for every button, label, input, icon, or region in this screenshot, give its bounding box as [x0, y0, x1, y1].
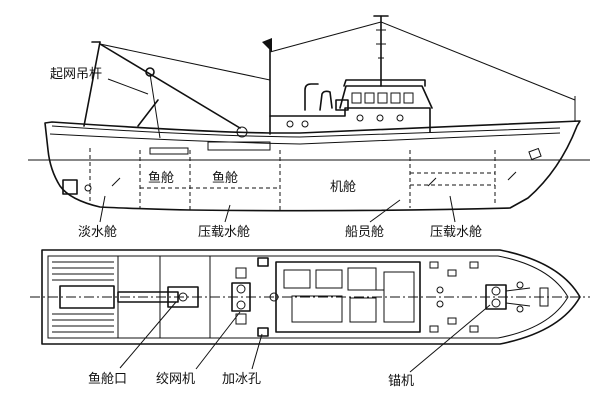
fresh-water-tank-label: 淡水舱	[78, 225, 117, 240]
propeller-hub	[84, 184, 92, 192]
fish-hold-hatch	[207, 141, 271, 151]
pennant-flag	[262, 38, 272, 52]
funnel	[319, 90, 333, 111]
wheelhouse-windows	[351, 92, 414, 104]
boom-block	[145, 67, 155, 77]
bulwark-line	[51, 125, 561, 138]
portholes	[286, 114, 404, 128]
ballast-tank-1-label: 压载水舱	[198, 225, 250, 240]
deck-outline	[41, 249, 581, 345]
winch-leader	[195, 311, 241, 370]
stay-aft	[269, 21, 382, 53]
hatch-coaming	[149, 147, 189, 155]
boom-plan	[117, 291, 179, 303]
flow-arrows	[111, 171, 517, 187]
deckhouse-plan	[275, 261, 421, 333]
winch-plan	[231, 267, 251, 325]
foredeck-fittings	[429, 261, 549, 333]
ballast-1-leader	[224, 204, 231, 223]
ice-hole-plan-2	[257, 257, 269, 267]
fresh-water-leader	[99, 195, 106, 223]
ballast-tank-2-label: 压载水舱	[430, 225, 482, 240]
forestay	[380, 21, 576, 101]
ice-hole-plan	[257, 327, 269, 337]
engine-room-label: 机舱	[330, 180, 356, 195]
superstructure-lower	[269, 107, 431, 135]
side-elevation: 鱼舱 鱼舱 机舱 起网吊杆 淡水舱 压载水舱 船员舱 压载水舱	[28, 15, 590, 240]
windlass-label: 锚机	[388, 374, 414, 389]
fish-hatch-label: 鱼舱口	[88, 371, 127, 387]
crew-cabin-leader	[369, 199, 401, 223]
boom-brace	[137, 99, 159, 127]
windlass-plan	[485, 284, 531, 310]
boom-topping-lift	[99, 43, 271, 81]
fish-hatch-plan	[167, 286, 199, 308]
wheelhouse-roof	[343, 79, 426, 87]
hull-outline	[44, 120, 581, 212]
boom-leader	[107, 78, 149, 95]
fish-hold-1-label: 鱼舱	[148, 170, 174, 186]
boom-fall	[149, 73, 161, 139]
deck-box	[335, 99, 349, 111]
net-boom	[99, 43, 241, 129]
boom-post	[83, 41, 101, 127]
deck-line	[49, 132, 561, 145]
crew-cabin-label: 船员舱	[345, 225, 384, 240]
deck-plan: 鱼舱口 绞网机 加冰孔 锚机	[30, 249, 590, 389]
fish-hold-2-label: 鱼舱	[212, 170, 238, 186]
ice-hole-label: 加冰孔	[222, 372, 261, 387]
wheelhouse	[339, 85, 433, 109]
deck-winch-drum	[236, 126, 248, 138]
bulwark-inner	[47, 255, 569, 339]
stern-gear	[62, 179, 78, 195]
hawse-pipe	[528, 147, 542, 161]
boom-label: 起网吊杆	[50, 67, 102, 82]
winch-label: 绞网机	[156, 371, 195, 387]
windlass-leader	[409, 304, 491, 373]
ballast-2-leader	[449, 195, 456, 223]
fish-hatch-leader	[119, 301, 177, 369]
vent-pipe	[304, 83, 319, 111]
ice-hole-leader	[251, 333, 263, 370]
